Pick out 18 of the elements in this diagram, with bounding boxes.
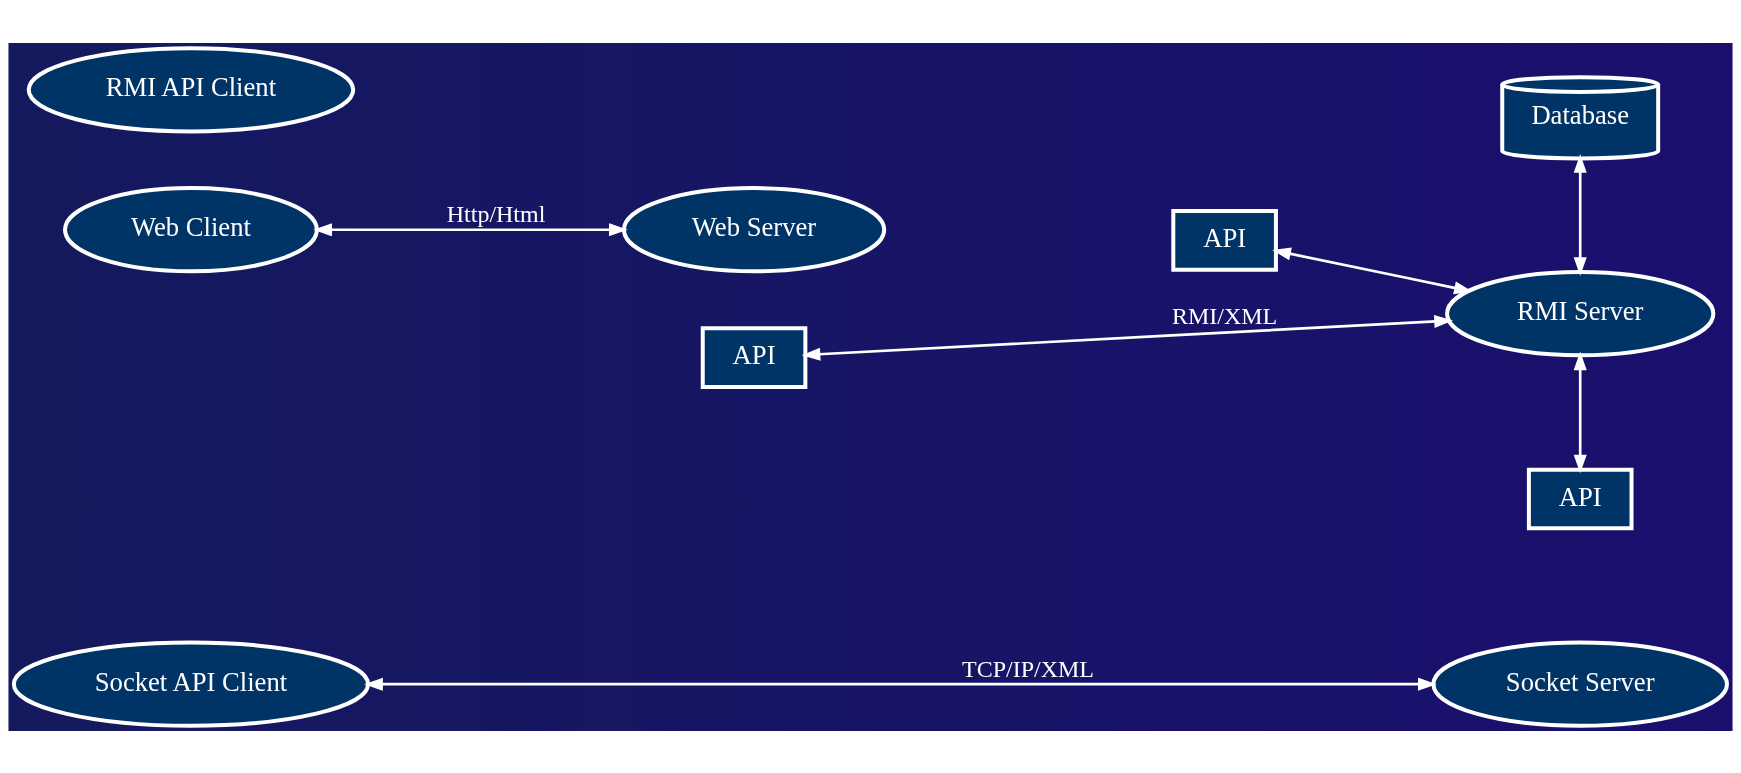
node-ellipse: Socket Server	[1431, 640, 1729, 728]
node-box: API	[1526, 467, 1634, 530]
arrow	[313, 222, 628, 236]
node-box: API	[1171, 208, 1278, 272]
node-ellipse: RMI API Client	[26, 45, 356, 133]
arrow	[801, 314, 1453, 361]
node-ellipse: Socket API Client	[11, 640, 371, 728]
arrow	[1573, 351, 1587, 473]
edge-label: RMI/XML	[1172, 302, 1278, 329]
arrow	[1272, 246, 1473, 294]
edge-label: Http/Html	[446, 200, 546, 227]
arrow	[1573, 153, 1587, 276]
node-ellipse: Web Client	[63, 185, 319, 273]
node-box: API	[700, 325, 808, 389]
arrow	[364, 677, 1437, 691]
node-ellipse: RMI Server	[1445, 269, 1716, 357]
edge-label: TCP/IP/XML	[962, 655, 1094, 682]
node-ellipse: Web Server	[621, 185, 887, 273]
